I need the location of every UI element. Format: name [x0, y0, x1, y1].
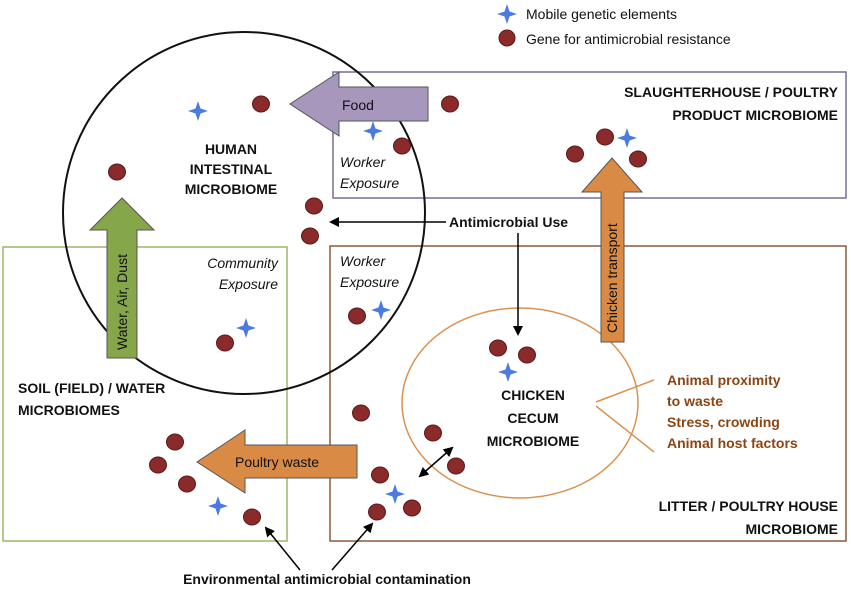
slaughterhouse-title-line2: PRODUCT MICROBIOME — [672, 107, 838, 123]
soil-title-line2: MICROBIOMES — [18, 402, 120, 418]
amr-gene-dot-15 — [424, 424, 442, 442]
litter-cecum-bidirectional-arrow — [418, 446, 454, 478]
factor-line-2 — [595, 405, 655, 453]
mge-star-icon-3 — [236, 318, 256, 338]
human-title-line3: MICROBIOME — [185, 181, 278, 197]
mge-star-icon-7 — [385, 484, 405, 504]
amr-gene-dot-22 — [178, 475, 196, 493]
amr-gene-dot-23 — [243, 508, 261, 526]
worker-exposure-top-line1: Worker — [340, 154, 386, 170]
factor-line-host-factors: Animal host factors — [667, 435, 798, 451]
worker-exposure-mid-line2: Exposure — [340, 274, 399, 290]
amr-gene-dot-18 — [403, 499, 421, 517]
chicken-transport-label: Chicken transport — [604, 223, 620, 333]
legend-amr-dot-icon — [498, 29, 516, 47]
amr-gene-dot-4 — [108, 163, 126, 181]
amr-gene-dot-8 — [348, 307, 366, 325]
amr-gene-dot-3 — [393, 137, 411, 155]
amr-gene-dot-16 — [447, 457, 465, 475]
amr-gene-dot-7 — [216, 334, 234, 352]
amr-gene-dot-11 — [629, 150, 647, 168]
chicken-title-line1: CHICKEN — [501, 387, 565, 403]
human-title-line1: HUMAN — [205, 141, 257, 157]
env-contamination-to-soil-arrow — [264, 526, 301, 571]
legend-amr-label: Gene for antimicrobial resistance — [526, 31, 731, 47]
chicken-title-line2: CECUM — [507, 410, 558, 426]
amr-gene-dot-5 — [305, 197, 323, 215]
mge-star-icon-4 — [371, 300, 391, 320]
litter-title-line1: LITTER / POULTRY HOUSE — [659, 498, 838, 514]
mge-star-icon-8 — [208, 496, 228, 516]
poultry-waste-arrow — [196, 429, 358, 494]
chicken-title-line3: MICROBIOME — [487, 433, 580, 449]
mge-star-icon-6 — [498, 362, 518, 382]
legend-mge-label: Mobile genetic elements — [526, 6, 677, 22]
soil-water-box — [2, 246, 288, 542]
factor-line-to-waste: to waste — [667, 393, 723, 409]
litter-house-box — [329, 245, 847, 542]
amr-gene-dot-17 — [371, 466, 389, 484]
env-contamination-to-litter-arrow — [331, 522, 374, 571]
amr-gene-dot-2 — [441, 95, 459, 113]
env-contamination-label: Environmental antimicrobial contaminatio… — [183, 571, 471, 587]
poultry-waste-label: Poultry waste — [235, 454, 319, 470]
factor-line-stress-crowding: Stress, crowding — [667, 414, 780, 430]
amr-gene-dot-10 — [566, 145, 584, 163]
food-arrow — [289, 71, 429, 137]
antimicrobial-use-label: Antimicrobial Use — [449, 214, 568, 230]
amr-gene-dot-14 — [352, 404, 370, 422]
worker-exposure-top-line2: Exposure — [340, 175, 399, 191]
litter-title-line2: MICROBIOME — [745, 521, 838, 537]
food-arrow-label: Food — [342, 97, 374, 113]
amr-gene-dot-1 — [252, 95, 270, 113]
amr-gene-dot-12 — [489, 339, 507, 357]
amr-gene-dot-9 — [596, 128, 614, 146]
water-air-dust-label: Water, Air, Dust — [114, 254, 130, 350]
human-intestine-circle — [62, 31, 426, 395]
community-exposure-line2: Exposure — [219, 276, 278, 292]
amr-gene-dot-19 — [368, 503, 386, 521]
slaughterhouse-title-line1: SLAUGHTERHOUSE / POULTRY — [624, 84, 839, 100]
worker-exposure-mid-line1: Worker — [340, 253, 386, 269]
community-exposure-line1: Community — [207, 255, 279, 271]
water-air-dust-arrow — [88, 197, 156, 359]
mge-star-icon-5 — [617, 128, 637, 148]
human-title-line2: INTESTINAL — [190, 161, 273, 177]
marker-layer — [108, 95, 647, 526]
amr-gene-dot-6 — [301, 227, 319, 245]
amr-gene-dot-13 — [518, 346, 536, 364]
chicken-cecum-ellipse — [401, 307, 639, 499]
mge-star-icon-2 — [363, 121, 383, 141]
amr-gene-dot-21 — [149, 456, 167, 474]
mge-star-icon-1 — [188, 101, 208, 121]
factor-line-1 — [595, 379, 655, 403]
legend-mge-star-icon — [497, 4, 517, 24]
slaughterhouse-box — [332, 71, 847, 199]
soil-title-line1: SOIL (FIELD) / WATER — [18, 380, 165, 396]
chicken-transport-arrow — [580, 157, 644, 343]
factor-line-animal-proximity: Animal proximity — [667, 372, 781, 388]
amr-gene-dot-20 — [166, 433, 184, 451]
